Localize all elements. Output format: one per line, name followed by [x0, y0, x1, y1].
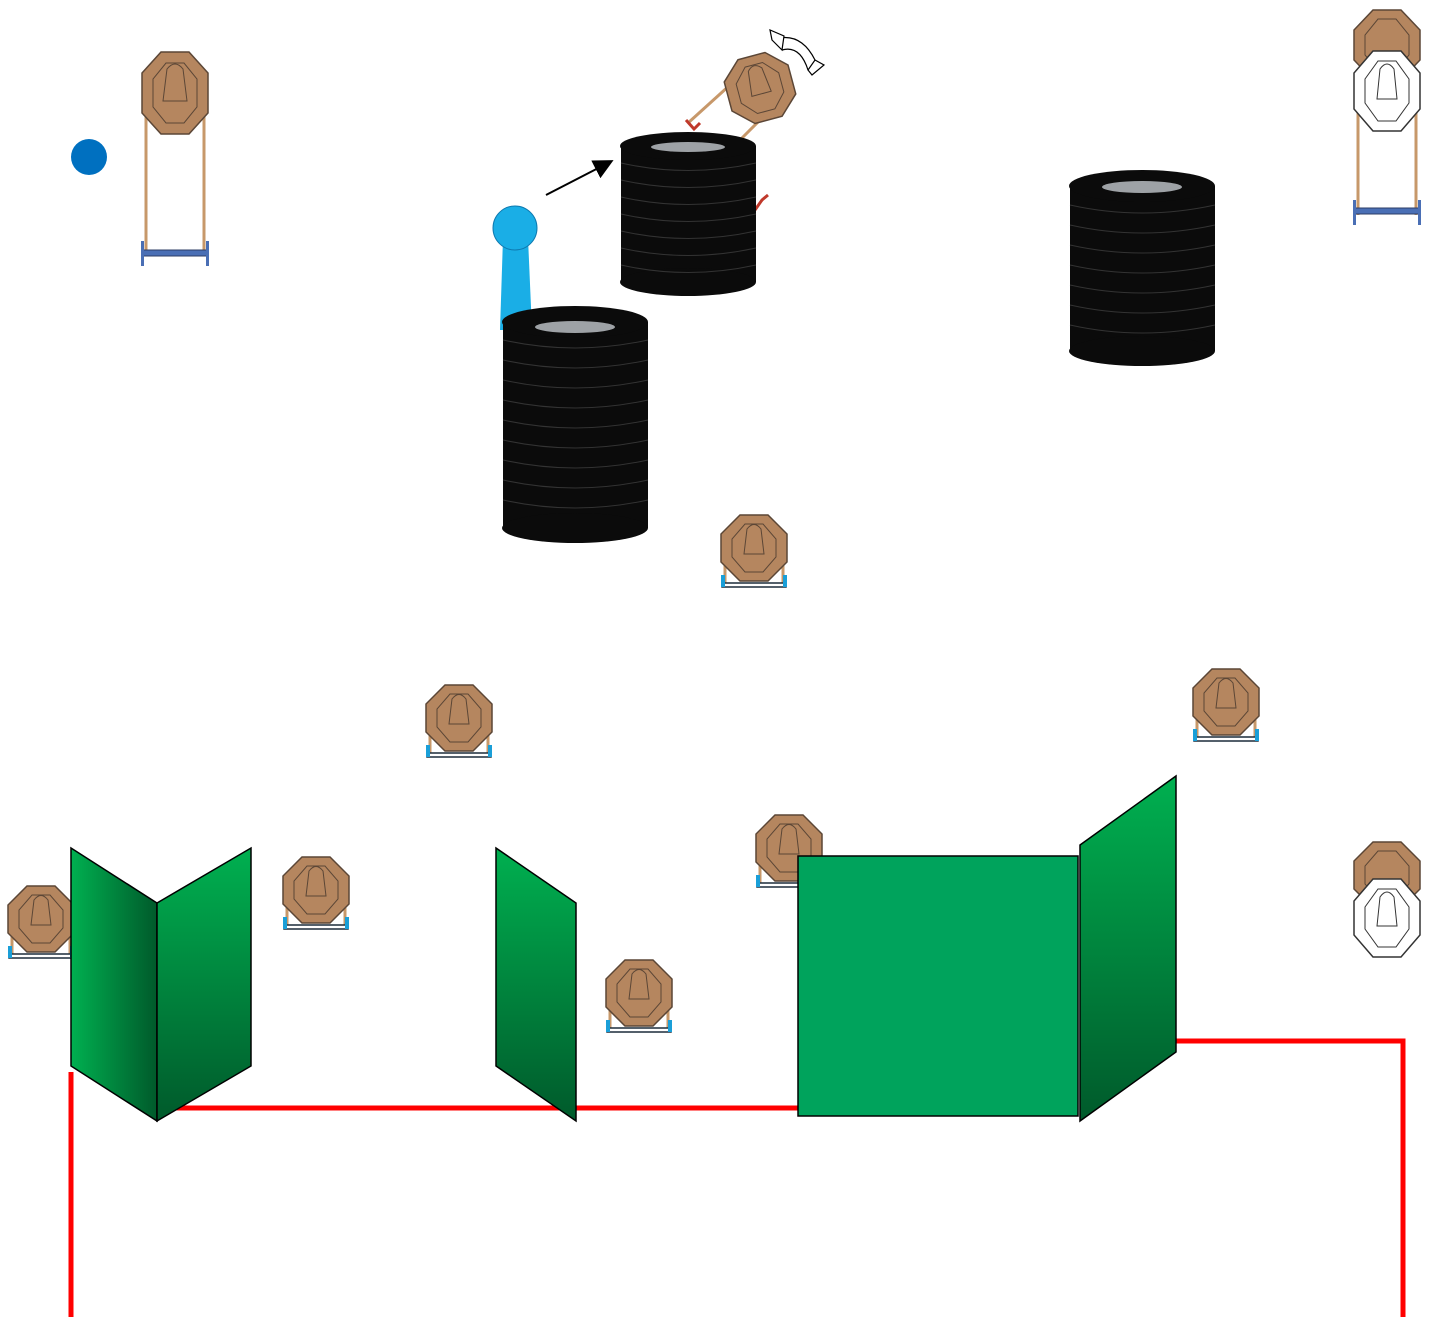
- paper-target-with-no-shoot: [1353, 9, 1421, 225]
- popper-icon: [492, 205, 538, 330]
- barrel-stack: [502, 306, 649, 543]
- no-shoot-target: [1353, 50, 1421, 132]
- barrel-stack: [620, 132, 757, 296]
- paper-target-1: [141, 51, 209, 266]
- wall-angled-right: [1079, 774, 1177, 1123]
- paper-target-short: [1192, 667, 1260, 743]
- paper-target-short: [605, 958, 673, 1034]
- start-marker-icon: [71, 139, 107, 175]
- barrel-stack: [1069, 170, 1216, 366]
- wall-angled: [495, 846, 577, 1123]
- swinger-target: [684, 28, 826, 211]
- paper-target-short: [720, 513, 788, 589]
- fault-line: [68, 1038, 1406, 1317]
- wall-folding-left: [70, 846, 252, 1123]
- no-shoot-target: [1353, 878, 1421, 958]
- paper-target-short: [425, 683, 493, 759]
- activation-arrow: [545, 160, 614, 196]
- swing-arrow-icon: [769, 28, 826, 76]
- paper-target-short: [282, 855, 350, 931]
- paper-target-with-no-shoot: [1353, 841, 1421, 958]
- wall-large-front: [797, 855, 1079, 1117]
- paper-target-short: [7, 884, 75, 960]
